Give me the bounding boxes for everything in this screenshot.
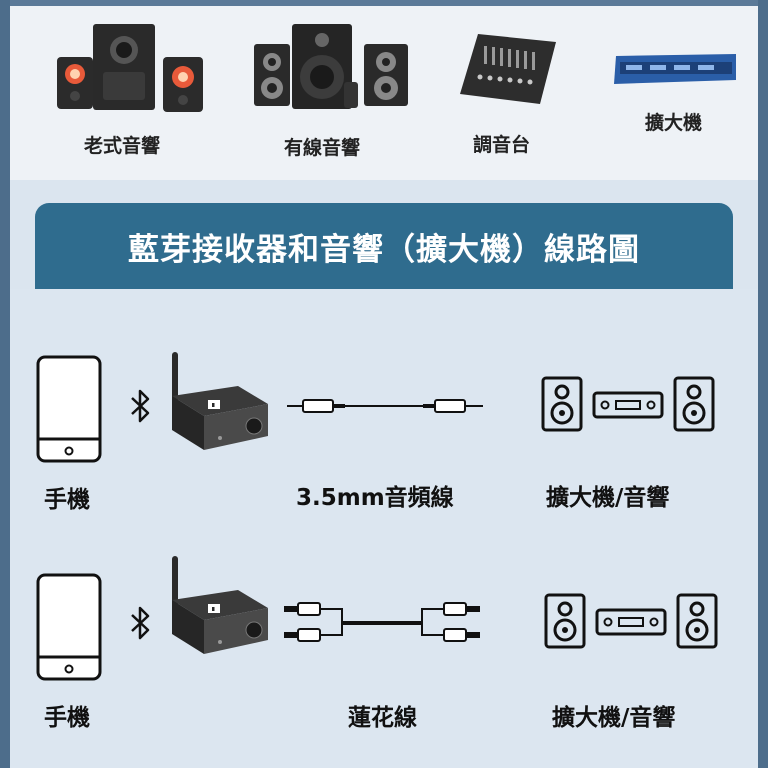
bluetooth-icon [131, 389, 150, 423]
phone-icon [36, 573, 102, 681]
bluetooth-icon [131, 606, 150, 640]
rca-cable-icon [284, 602, 480, 642]
cable-label-1: 3.5mm音頻線 [296, 485, 454, 511]
right-border [758, 0, 768, 768]
top-band [0, 0, 768, 6]
speaker-system-icon [544, 593, 718, 649]
device-label-old-speaker: 老式音響 [84, 135, 161, 157]
old-speaker-set-icon [57, 24, 203, 112]
bluetooth-receiver-icon [172, 556, 268, 654]
wired-speaker-set-icon [254, 24, 408, 109]
phone-icon [36, 355, 102, 463]
bluetooth-receiver-icon [172, 352, 268, 450]
phone-label-1: 手機 [44, 487, 90, 513]
amplifier-rack-icon [614, 54, 736, 84]
diagram-area [10, 289, 758, 768]
speaker-system-icon [541, 376, 715, 432]
mixing-console-icon [460, 34, 556, 104]
left-border [0, 0, 10, 768]
device-label-wired-speaker: 有線音響 [284, 137, 361, 159]
diagram-title: 藍芽接收器和音響（擴大機）線路圖 [128, 231, 640, 268]
cable-label-2: 蓮花線 [348, 705, 417, 731]
output-label-2: 擴大機/音響 [552, 705, 676, 731]
phone-label-2: 手機 [44, 705, 90, 731]
aux-cable-icon [287, 399, 483, 413]
diagram-title-banner: 藍芽接收器和音響（擴大機）線路圖 [35, 203, 733, 289]
device-label-mixer: 調音台 [473, 134, 531, 156]
output-label-1: 擴大機/音響 [546, 485, 670, 511]
device-label-amplifier: 擴大機 [645, 112, 703, 134]
